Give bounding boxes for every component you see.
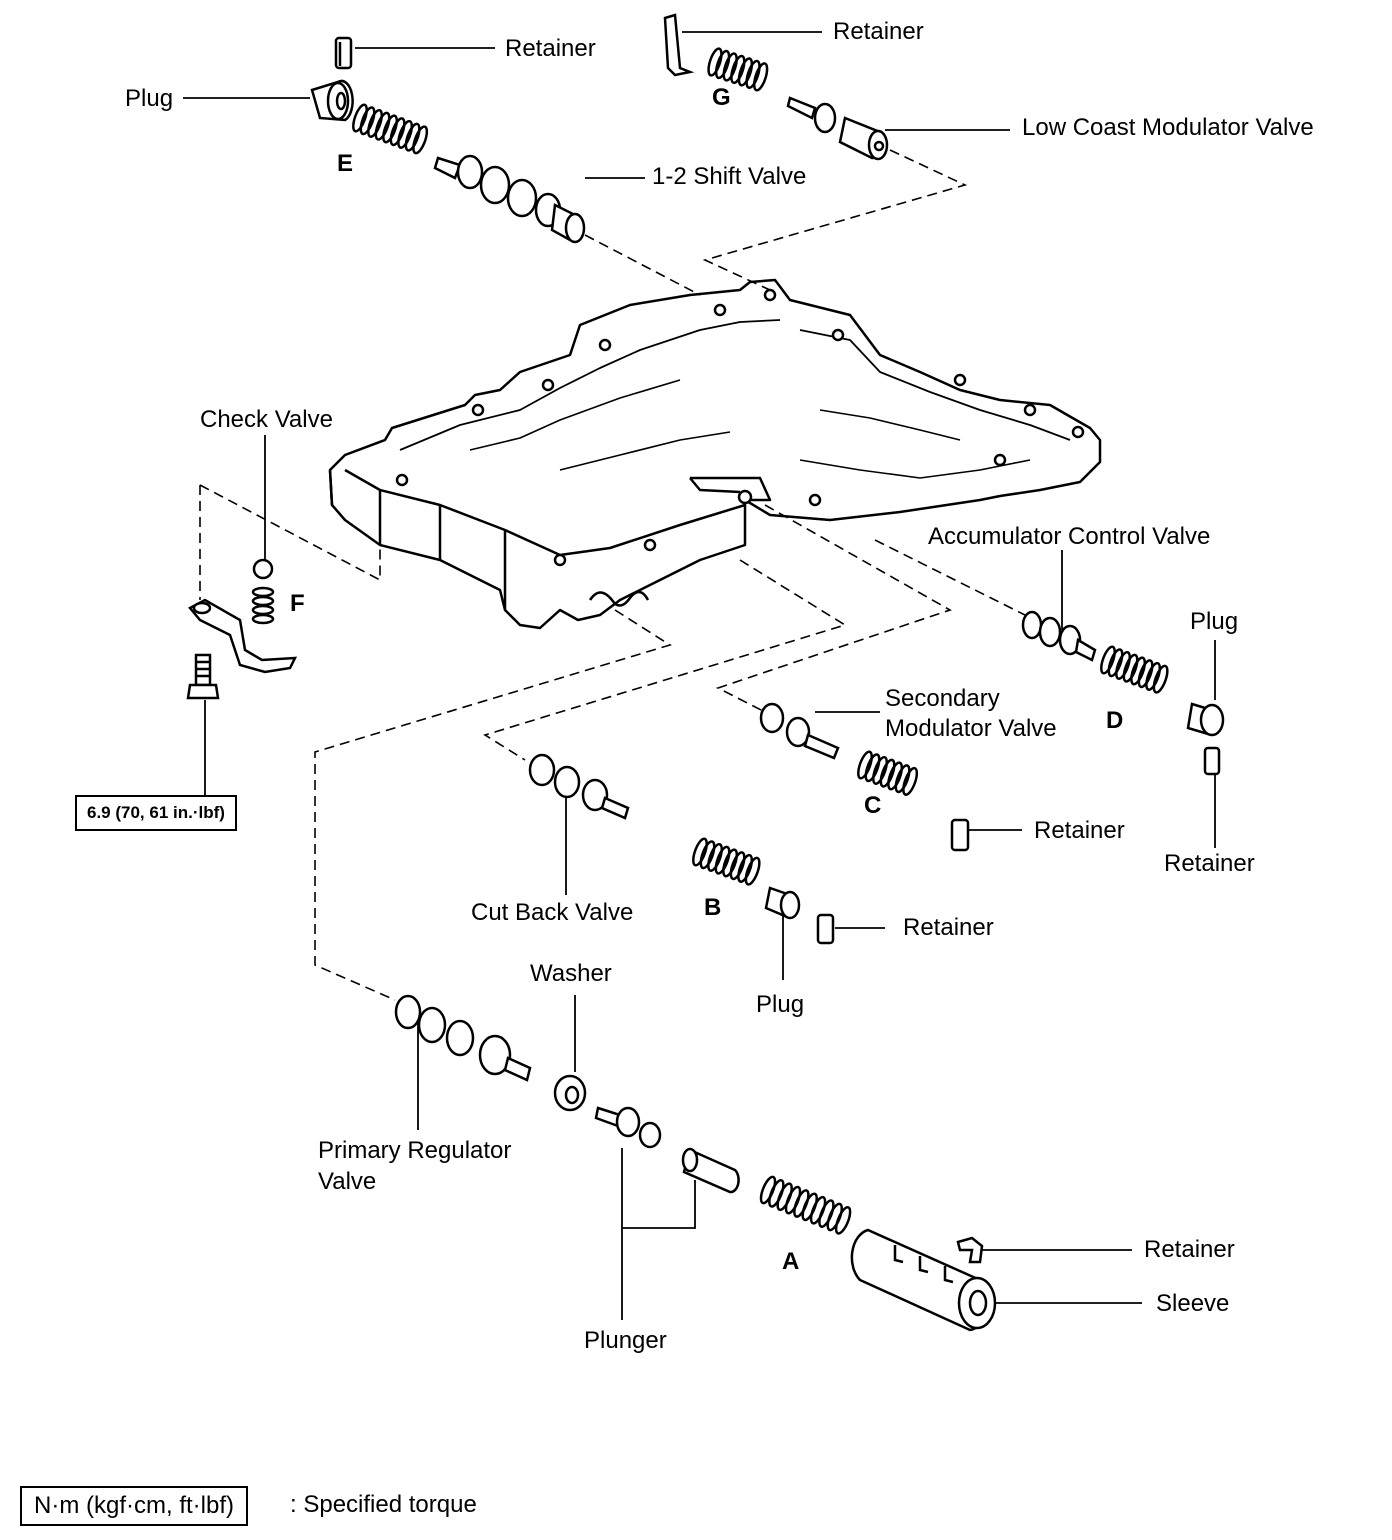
plug-right-part bbox=[1186, 702, 1225, 737]
torque-spec-box: 6.9 (70, 61 in.·lbf) bbox=[75, 795, 237, 831]
accumulator-control-valve-part bbox=[1021, 610, 1097, 662]
retainer-top-left-part bbox=[334, 36, 353, 70]
label-retainer-b: Retainer bbox=[903, 914, 994, 941]
spring-a-part bbox=[756, 1173, 855, 1237]
primary-regulator-valve-part bbox=[394, 994, 532, 1082]
retainer-b-part bbox=[816, 913, 835, 945]
label-retainer-far-right: Retainer bbox=[1164, 850, 1255, 877]
spring-letter-e: E bbox=[337, 150, 354, 177]
assembly-dashed-lines bbox=[199, 149, 1026, 1001]
leader-lines bbox=[183, 31, 1216, 1320]
retainer-far-right-part bbox=[1203, 746, 1221, 776]
label-secondary-modulator-valve-line2: Modulator Valve bbox=[885, 715, 1057, 742]
legend-description: : Specified torque bbox=[290, 1491, 477, 1518]
label-cut-back-valve: Cut Back Valve bbox=[471, 899, 634, 926]
label-washer: Washer bbox=[530, 960, 612, 987]
label-plug-b: Plug bbox=[756, 991, 805, 1018]
valve-body bbox=[328, 278, 1102, 630]
label-plug-right: Plug bbox=[1190, 608, 1239, 635]
spring-b-part bbox=[689, 835, 764, 888]
plunger-pin-part bbox=[681, 1147, 740, 1194]
label-accumulator-control-valve: Accumulator Control Valve bbox=[928, 523, 1211, 550]
label-check-valve: Check Valve bbox=[200, 406, 333, 433]
plug-top-part bbox=[310, 79, 354, 122]
check-valve-bracket-part bbox=[188, 598, 298, 674]
shift-valve-1-2-part bbox=[433, 154, 586, 244]
bolt-part bbox=[186, 653, 220, 700]
washer-part bbox=[553, 1074, 587, 1112]
secondary-modulator-valve-part bbox=[759, 702, 840, 760]
spring-c-part bbox=[854, 748, 921, 798]
label-primary-regulator-valve-line1: Primary Regulator bbox=[318, 1137, 512, 1164]
plunger-part bbox=[594, 1106, 662, 1149]
label-retainer-top-right: Retainer bbox=[833, 18, 924, 45]
label-plug-top: Plug bbox=[125, 85, 174, 112]
label-sleeve: Sleeve bbox=[1156, 1290, 1230, 1317]
retainer-top-right-part bbox=[663, 13, 695, 77]
spring-letter-f: F bbox=[290, 590, 305, 617]
label-retainer-top-left: Retainer bbox=[505, 35, 596, 62]
spring-letter-b: B bbox=[704, 894, 722, 921]
label-plunger: Plunger bbox=[584, 1327, 667, 1354]
low-coast-modulator-valve-part bbox=[786, 96, 889, 161]
plug-b-part bbox=[764, 886, 801, 920]
legend-unit-box: N·m (kgf·cm, ft·lbf) bbox=[20, 1486, 248, 1526]
label-low-coast-modulator-valve: Low Coast Modulator Valve bbox=[1022, 114, 1314, 141]
label-secondary-modulator-valve-line1: Secondary bbox=[885, 685, 1000, 712]
label-shift-valve-1-2: 1-2 Shift Valve bbox=[652, 163, 807, 190]
spring-letter-d: D bbox=[1106, 707, 1124, 734]
check-valve-part bbox=[252, 558, 274, 580]
label-primary-regulator-valve-line2: Valve bbox=[318, 1168, 377, 1195]
cut-back-valve-part bbox=[528, 753, 630, 820]
retainer-mid-right-part bbox=[950, 818, 970, 852]
spring-d-part bbox=[1097, 643, 1172, 696]
spring-letter-a: A bbox=[782, 1248, 800, 1275]
label-retainer-sleeve: Retainer bbox=[1144, 1236, 1235, 1263]
spring-letter-g: G bbox=[712, 84, 731, 111]
retainer-sleeve-part bbox=[956, 1236, 984, 1264]
sleeve-part bbox=[850, 1228, 997, 1332]
spring-letter-c: C bbox=[864, 792, 882, 819]
label-retainer-mid-right: Retainer bbox=[1034, 817, 1125, 844]
spring-f-part bbox=[251, 586, 275, 625]
spring-e-part bbox=[349, 101, 431, 157]
